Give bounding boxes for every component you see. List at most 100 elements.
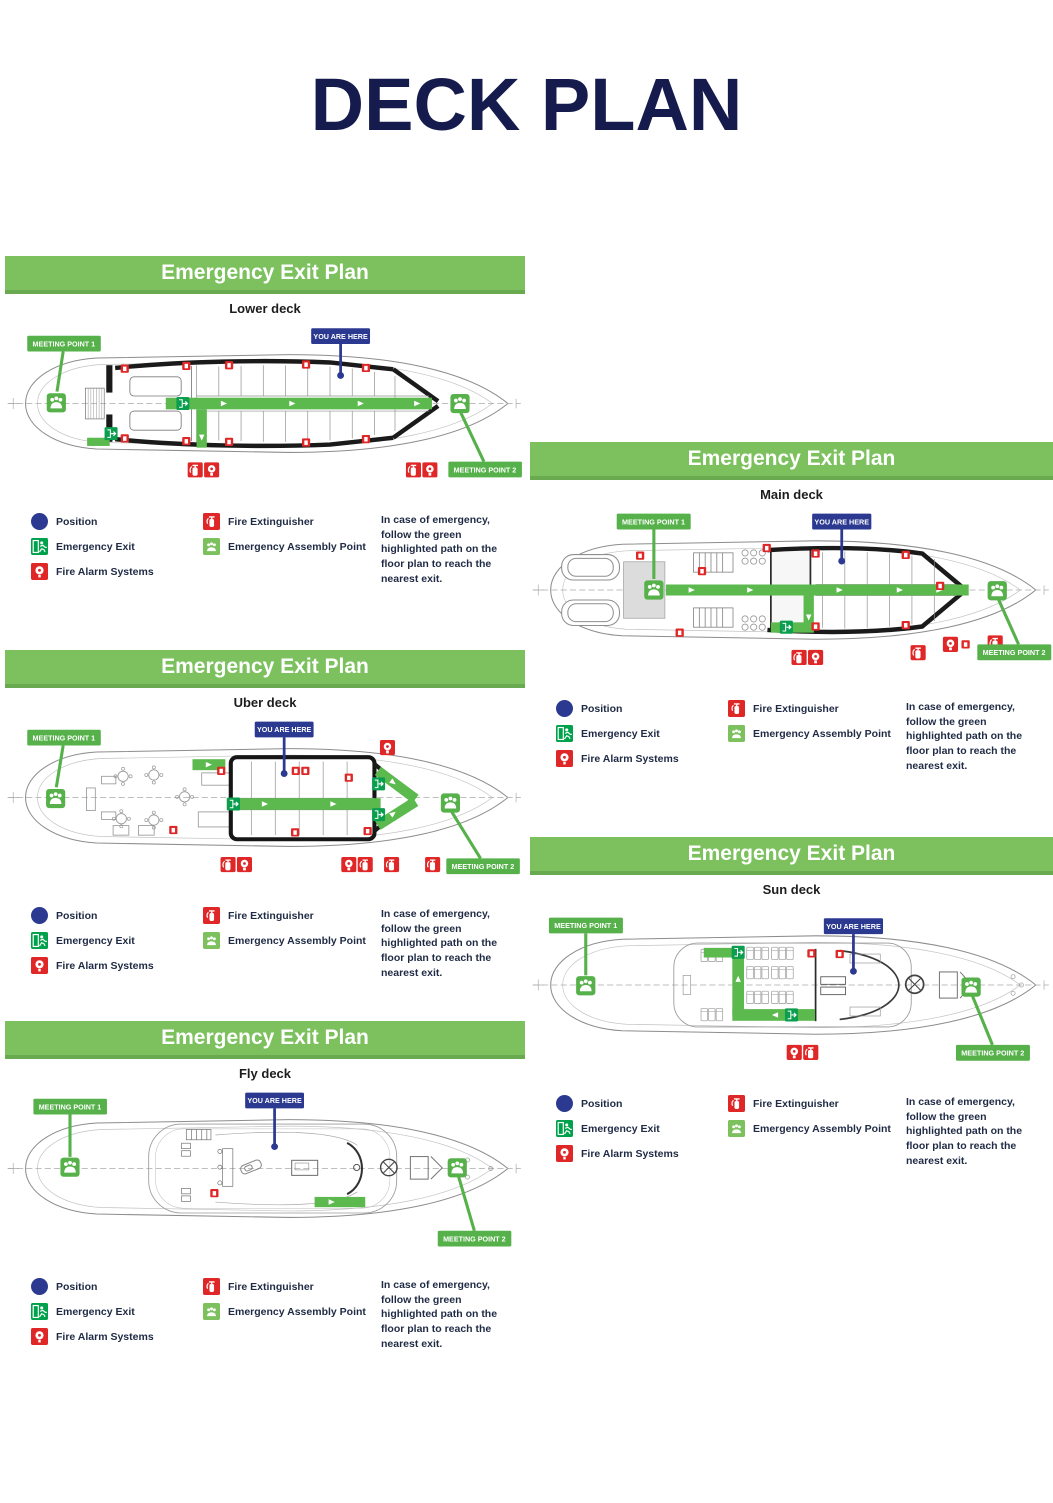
assembly-point-icon [728,1120,745,1138]
legend-item-emergency-exit: Emergency Exit [31,932,203,950]
meeting-point-1-label: MEETING POINT 1 [33,340,96,348]
meeting-point-1-label: MEETING POINT 1 [554,921,617,930]
legend-item-fire-extinguisher: Fire Extinguisher [203,513,381,531]
you-are-here-label: YOU ARE HERE [826,922,881,931]
panel-sun-deck: Emergency Exit Plan Sun deck [530,837,1053,1170]
deck-name: Lower deck [229,301,301,316]
emergency-instructions: In case of emergency, follow the green h… [381,908,498,979]
legend-item-assembly-point: Emergency Assembly Point [203,1303,381,1321]
legend-item-assembly-point: Emergency Assembly Point [203,538,381,556]
legend-label: Emergency Exit [56,1305,135,1318]
meeting-point-2-label: MEETING POINT 2 [961,1049,1024,1058]
fire-extinguisher-icon [203,513,220,531]
legend-item-assembly-point: Emergency Assembly Point [728,725,906,743]
fire-extinguisher-icon [203,1278,220,1296]
legend-slot: Position Emergency Exit Fire Alarm Syste… [530,1095,1053,1170]
legend-column-1: Position Emergency Exit Fire Alarm Syste… [31,907,203,982]
legend-label: Fire Extinguisher [228,1280,314,1293]
legend-item-position: Position [31,1278,203,1296]
legend-label: Position [56,515,98,528]
emergency-exit-plan-banner: Emergency Exit Plan [5,1021,525,1059]
legend-item-emergency-exit: Emergency Exit [31,538,203,556]
assembly-point-icon [728,725,745,743]
legend-label: Emergency Exit [581,727,660,740]
legend-label: Emergency Assembly Point [228,540,366,553]
fire-extinguisher-icon [728,700,745,718]
legend-label: Fire Extinguisher [753,1097,839,1110]
legend-label: Position [581,702,623,715]
legend-item-fire-alarm: Fire Alarm Systems [556,750,728,768]
meeting-point-1-label: MEETING POINT 1 [39,1103,102,1111]
emergency-exit-plan-banner: Emergency Exit Plan [530,837,1053,875]
you-are-here-label: YOU ARE HERE [313,333,368,341]
legend-label: Emergency Assembly Point [228,1305,366,1318]
deck-name: Uber deck [233,695,297,710]
legend: Position Emergency Exit Fire Alarm Syste… [5,907,525,982]
legend-item-fire-extinguisher: Fire Extinguisher [728,1095,906,1113]
legend-label: Position [581,1097,623,1110]
legend-label: Fire Extinguisher [753,702,839,715]
meeting-point-1-label: MEETING POINT 1 [622,517,685,526]
legend-slot: Position Emergency Exit Fire Alarm Syste… [530,700,1053,775]
legend-label: Fire Alarm Systems [581,1147,679,1160]
fire-alarm-icon [556,750,573,768]
legend-label: Fire Alarm Systems [581,752,679,765]
legend-slot: Position Emergency Exit Fire Alarm Syste… [5,1278,525,1353]
legend-column-1: Position Emergency Exit Fire Alarm Syste… [31,1278,203,1353]
emergency-instructions: In case of emergency, follow the green h… [906,701,1023,772]
legend-item-fire-alarm: Fire Alarm Systems [556,1145,728,1163]
legend-column-1: Position Emergency Exit Fire Alarm Syste… [31,513,203,588]
emergency-instructions: In case of emergency, follow the green h… [381,1279,498,1350]
legend-label: Emergency Exit [56,934,135,947]
legend-column-2: Fire Extinguisher Emergency Assembly Poi… [728,700,906,775]
panel-uber-deck: Emergency Exit Plan Uber deck [5,650,525,982]
legend: Position Emergency Exit Fire Alarm Syste… [530,700,1053,775]
fire-alarm-icon [31,1328,48,1346]
legend-slot: Position Emergency Exit Fire Alarm Syste… [5,513,525,588]
emergency-exit-icon [31,538,48,556]
legend-label: Fire Alarm Systems [56,1330,154,1343]
legend-column-1: Position Emergency Exit Fire Alarm Syste… [556,1095,728,1170]
legend-item-fire-extinguisher: Fire Extinguisher [728,700,906,718]
emergency-exit-plan-banner: Emergency Exit Plan [5,256,525,294]
deck-name: Fly deck [238,1066,292,1081]
legend-column-2: Fire Extinguisher Emergency Assembly Poi… [728,1095,906,1170]
emergency-exit-icon [556,725,573,743]
legend-label: Emergency Assembly Point [753,727,891,740]
you-are-here-label: YOU ARE HERE [814,517,869,526]
panel-fly-deck: Emergency Exit Plan Fly deck [5,1021,525,1353]
legend-item-emergency-exit: Emergency Exit [556,725,728,743]
legend-item-position: Position [31,513,203,531]
uber-deck-diagram: MEETING POINT 1 YOU ARE HERE MEETING POI… [7,721,522,875]
meeting-point-1-label: MEETING POINT 1 [33,734,96,742]
legend-item-assembly-point: Emergency Assembly Point [203,932,381,950]
fire-alarm-icon [31,563,48,581]
meeting-point-2-label: MEETING POINT 2 [443,1235,506,1243]
panel-lower-deck: Emergency Exit Plan Lower deck [5,256,525,588]
legend-item-emergency-exit: Emergency Exit [31,1303,203,1321]
you-are-here-label: YOU ARE HERE [257,726,312,734]
legend-item-assembly-point: Emergency Assembly Point [728,1120,906,1138]
you-are-here-label: YOU ARE HERE [247,1097,302,1105]
panel-main-deck: Emergency Exit Plan Main deck [530,442,1053,775]
legend-label: Emergency Assembly Point [753,1122,891,1135]
emergency-instructions: In case of emergency, follow the green h… [906,1096,1023,1167]
position-icon [31,1278,48,1296]
legend-item-fire-alarm: Fire Alarm Systems [31,1328,203,1346]
legend-item-position: Position [556,1095,728,1113]
fire-extinguisher-icon [203,907,220,925]
legend: Position Emergency Exit Fire Alarm Syste… [5,513,525,588]
legend-slot: Position Emergency Exit Fire Alarm Syste… [5,907,525,982]
emergency-exit-plan-banner: Emergency Exit Plan [5,650,525,688]
legend-item-fire-extinguisher: Fire Extinguisher [203,907,381,925]
legend-label: Emergency Assembly Point [228,934,366,947]
fire-alarm-icon [556,1145,573,1163]
legend-label: Emergency Exit [56,540,135,553]
legend-label: Position [56,1280,98,1293]
assembly-point-icon [203,1303,220,1321]
fire-alarm-icon [31,957,48,975]
deck-name: Main deck [760,487,823,502]
position-icon [556,700,573,718]
legend-item-position: Position [556,700,728,718]
legend-item-fire-extinguisher: Fire Extinguisher [203,1278,381,1296]
